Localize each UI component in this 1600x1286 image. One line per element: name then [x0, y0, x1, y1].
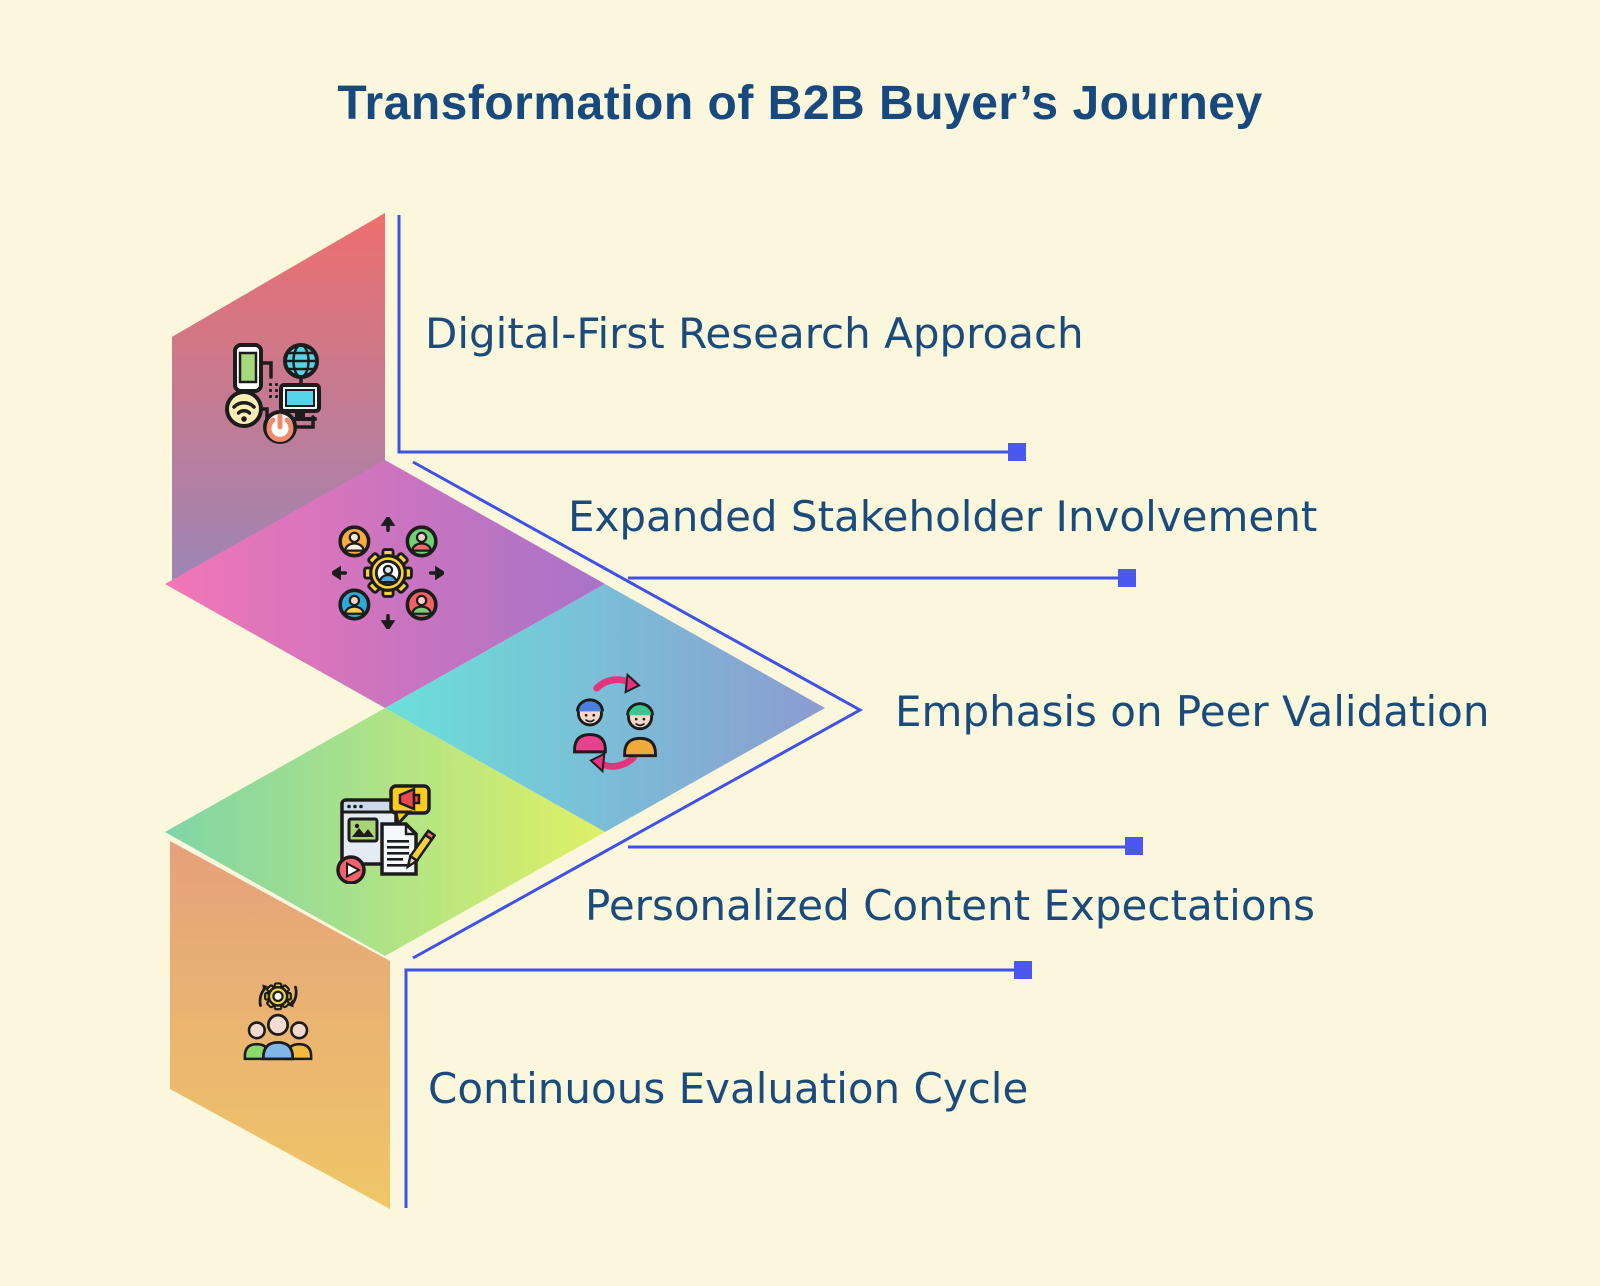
person-right: [623, 702, 657, 758]
stage-5-label: Continuous Evaluation Cycle: [428, 1064, 1029, 1113]
stakeholder-network-icon: [332, 517, 444, 629]
wifi-glyph: [225, 390, 263, 428]
document-pencil-glyph: [380, 822, 436, 876]
connector-line-1: [397, 215, 1008, 454]
connector-line-5: [404, 968, 1014, 1208]
stage-2-label: Expanded Stakeholder Involvement: [568, 492, 1318, 541]
avatar-top-left: [338, 525, 371, 558]
page-title: Transformation of B2B Buyer’s Journey: [337, 77, 1263, 130]
peer-exchange-icon: [573, 672, 657, 774]
gear-cycle-glyph: [258, 982, 298, 1011]
team-glyph: [243, 1013, 313, 1061]
play-button-glyph: [336, 855, 366, 884]
person-left: [573, 698, 607, 754]
cycle-arrows: [589, 672, 641, 774]
marker-square-2: [1118, 569, 1136, 587]
stage-4-label: Personalized Content Expectations: [585, 881, 1316, 930]
avatar-top-right: [405, 525, 438, 558]
stage-3-label: Emphasis on Peer Validation: [895, 687, 1490, 736]
personalized-content-icon: [336, 784, 436, 884]
marker-square-1: [1008, 443, 1026, 461]
speech-bubble-megaphone-glyph: [389, 784, 431, 828]
chevron-pointer-line: [412, 460, 864, 960]
avatar-bottom-left: [338, 588, 371, 621]
stage-1-label: Digital-First Research Approach: [425, 309, 1084, 358]
marker-square-4: [1125, 837, 1143, 855]
marker-square-5: [1014, 961, 1032, 979]
gear-glyph: [363, 548, 413, 598]
continuous-evaluation-icon: [243, 982, 313, 1061]
connected-devices-icon: [225, 343, 321, 444]
avatar-bottom-right: [405, 588, 438, 621]
